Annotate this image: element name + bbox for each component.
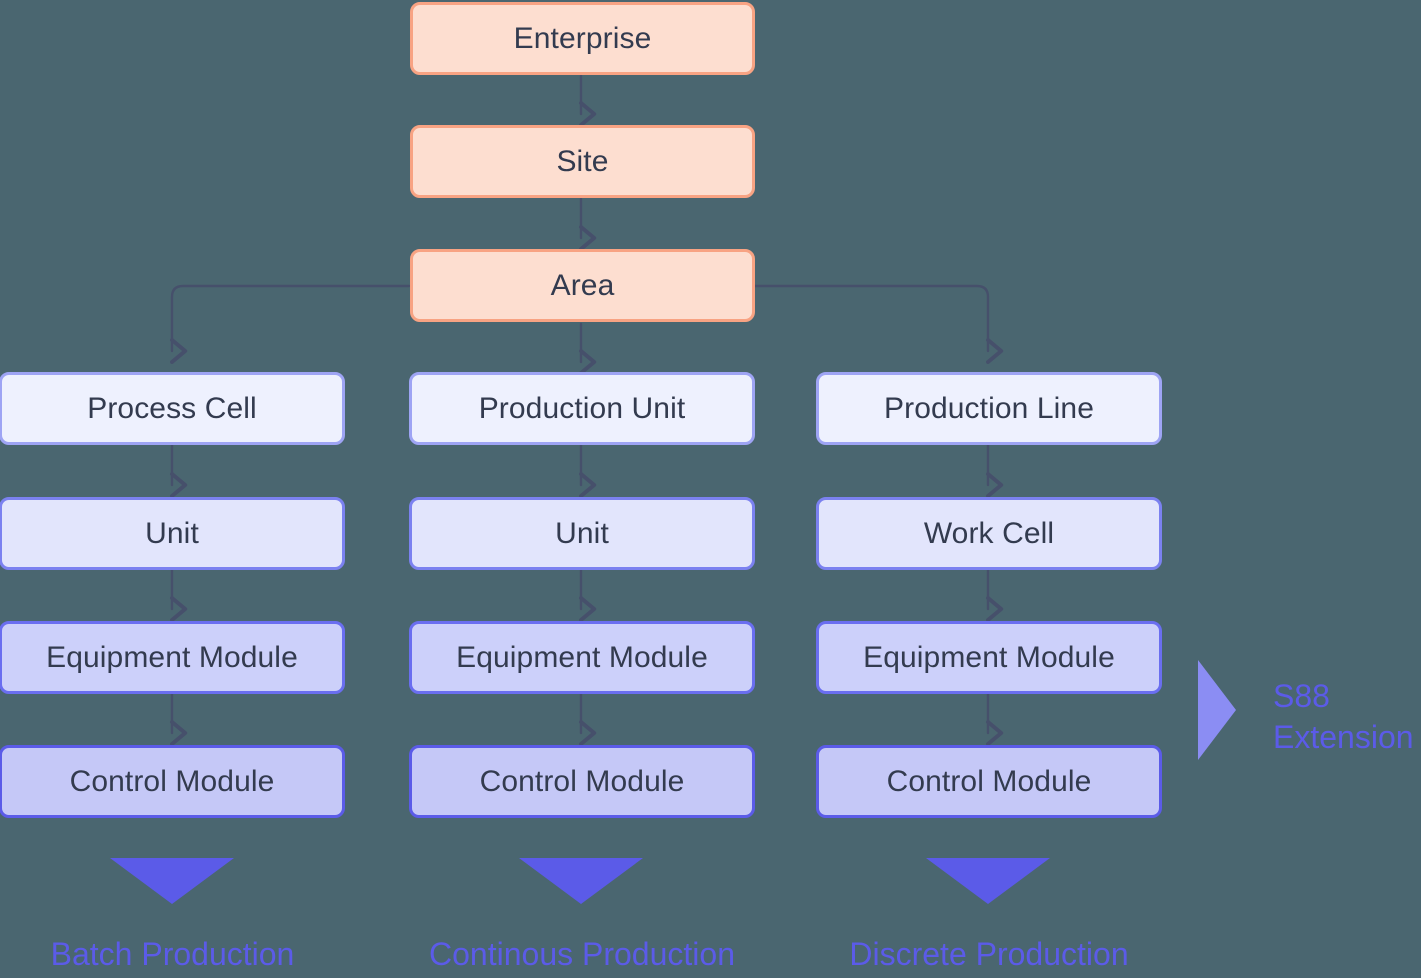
- node-equipment-module-continuous-label: Equipment Module: [456, 640, 708, 674]
- node-control-module-continuous[interactable]: Control Module: [409, 745, 755, 818]
- batch-production-arrow-icon: [110, 858, 234, 904]
- node-unit-continuous[interactable]: Unit: [409, 497, 755, 570]
- node-unit-batch[interactable]: Unit: [0, 497, 345, 570]
- caption-discrete-production: Discrete Production: [849, 936, 1129, 972]
- node-site[interactable]: Site: [410, 125, 755, 198]
- node-area-label: Area: [550, 268, 615, 302]
- node-production-line[interactable]: Production Line: [816, 372, 1162, 445]
- node-equipment-module-discrete[interactable]: Equipment Module: [816, 621, 1162, 694]
- caption-continuous-production: Continous Production: [429, 936, 735, 972]
- node-control-module-continuous-label: Control Module: [479, 764, 685, 798]
- node-site-label: Site: [556, 144, 609, 178]
- s88-extension-arrow-icon: [1198, 660, 1236, 760]
- node-unit-batch-label: Unit: [145, 516, 199, 550]
- node-equipment-module-discrete-label: Equipment Module: [863, 640, 1115, 674]
- node-control-module-discrete-label: Control Module: [886, 764, 1092, 798]
- s88-extension-label: S88 Extension: [1273, 676, 1414, 758]
- s88-extension-line2: Extension: [1273, 718, 1414, 755]
- node-equipment-module-batch[interactable]: Equipment Module: [0, 621, 345, 694]
- node-production-unit-label: Production Unit: [478, 391, 686, 425]
- node-enterprise[interactable]: Enterprise: [410, 2, 755, 75]
- node-control-module-batch[interactable]: Control Module: [0, 745, 345, 818]
- continuous-production-arrow-icon: [519, 858, 643, 904]
- node-control-module-batch-label: Control Module: [69, 764, 275, 798]
- node-production-unit[interactable]: Production Unit: [409, 372, 755, 445]
- node-enterprise-label: Enterprise: [513, 21, 652, 55]
- discrete-production-arrow-icon: [926, 858, 1050, 904]
- node-control-module-discrete[interactable]: Control Module: [816, 745, 1162, 818]
- node-equipment-module-continuous[interactable]: Equipment Module: [409, 621, 755, 694]
- caption-batch-production: Batch Production: [50, 936, 295, 972]
- s88-extension-line1: S88: [1273, 678, 1330, 714]
- node-production-line-label: Production Line: [884, 391, 1094, 425]
- node-equipment-module-batch-label: Equipment Module: [46, 640, 298, 674]
- node-process-cell[interactable]: Process Cell: [0, 372, 345, 445]
- node-work-cell[interactable]: Work Cell: [816, 497, 1162, 570]
- node-unit-continuous-label: Unit: [555, 516, 609, 550]
- node-process-cell-label: Process Cell: [87, 391, 257, 425]
- node-area[interactable]: Area: [410, 249, 755, 322]
- node-work-cell-label: Work Cell: [923, 516, 1055, 550]
